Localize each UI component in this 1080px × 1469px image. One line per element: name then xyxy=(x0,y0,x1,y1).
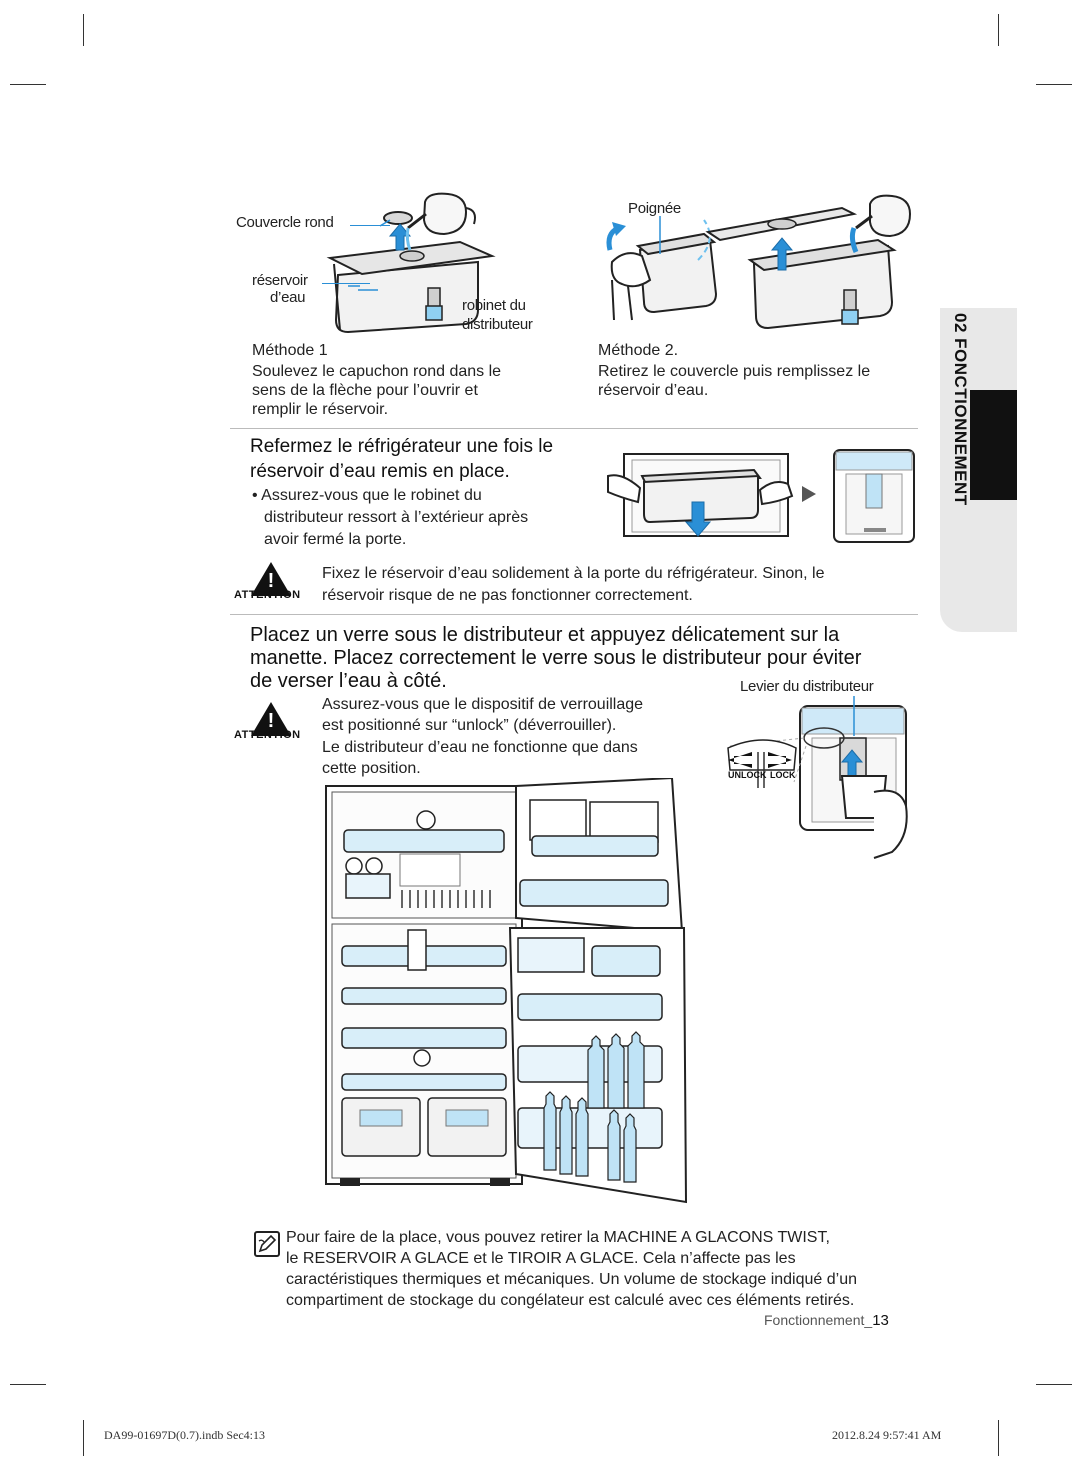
crop-mark xyxy=(1036,1384,1072,1385)
methode2-text-line: Retirez le couvercle puis remplissez le xyxy=(598,363,871,380)
label-reservoir: réservoir xyxy=(252,272,308,289)
warning-exclamation: ! xyxy=(267,570,275,592)
note-text-line: caractéristiques thermiques et mécanique… xyxy=(286,1271,857,1288)
attention2-text-line: cette position. xyxy=(322,760,421,777)
crop-mark xyxy=(83,1420,84,1456)
methode1-text-line: Soulevez le capuchon rond dans le xyxy=(252,363,502,380)
dispenser-lever-illustration xyxy=(727,696,908,859)
step-refermez-title: réservoir d’eau remis en place. xyxy=(250,461,510,482)
label-robinet-du: robinet du xyxy=(462,297,526,314)
note-text-line: le RESERVOIR A GLACE et le TIROIR A GLAC… xyxy=(286,1250,796,1267)
label-deau: d’eau xyxy=(270,289,306,306)
methode2-text-line: réservoir d’eau. xyxy=(598,382,709,399)
label-distributeur: distributeur xyxy=(462,316,533,333)
warning-icon xyxy=(251,702,291,736)
label-unlock: UNLOCK xyxy=(728,770,767,780)
attention-label: ATTENTION xyxy=(234,589,301,601)
crop-mark xyxy=(998,1420,999,1456)
attention2-text-line: Le distributeur d’eau ne fonctionne que … xyxy=(322,739,638,756)
methode1-text-line: sens de la flèche pour l’ouvrir et xyxy=(252,382,478,399)
method2-illustration xyxy=(606,194,912,330)
crop-mark xyxy=(83,14,84,46)
attention2-text-line: est positionné sur “unlock” (déverrouill… xyxy=(322,717,617,734)
divider xyxy=(230,428,918,429)
step-refermez-bullet: distributeur ressort à l’extérieur après xyxy=(264,509,529,526)
crop-mark xyxy=(1036,84,1072,85)
label-couvercle-rond: Couvercle rond xyxy=(236,214,334,231)
pencil-icon xyxy=(258,1234,277,1253)
method1-illustration xyxy=(326,192,496,334)
chapter-tab-label: 02 FONCTIONNEMENT xyxy=(951,313,970,506)
divider xyxy=(230,614,918,615)
methode1-title: Méthode 1 xyxy=(252,342,328,359)
attention1-text-line: Fixez le réservoir d’eau solidement à la… xyxy=(322,565,825,582)
warning-icon xyxy=(251,562,291,596)
step-placez-line: manette. Placez correctement le verre so… xyxy=(250,647,862,669)
refrigerator-open-illustration xyxy=(325,778,688,1204)
step-refermez-bullet: • Assurez-vous que le robinet du xyxy=(252,487,482,504)
print-date-info: 2012.8.24 9:57:41 AM xyxy=(832,1428,942,1442)
warning-exclamation: ! xyxy=(267,710,275,732)
attention1-text-line: réservoir risque de ne pas fonctionner c… xyxy=(322,587,693,604)
crop-mark xyxy=(998,14,999,46)
crop-mark xyxy=(10,84,46,85)
page-section-name: Fonctionnement_ xyxy=(764,1312,873,1328)
crop-mark xyxy=(10,1384,46,1385)
label-poignee: Poignée xyxy=(628,200,681,217)
attention-label: ATTENTION xyxy=(234,729,301,741)
callout-line xyxy=(322,283,370,284)
chapter-tab-marker xyxy=(970,390,1017,500)
note-text-line: compartiment de stockage du congélateur … xyxy=(286,1292,855,1309)
callout-line xyxy=(350,225,390,226)
label-levier: Levier du distributeur xyxy=(740,678,874,695)
label-lock: LOCK xyxy=(770,770,796,780)
methode2-title: Méthode 2. xyxy=(598,342,679,359)
print-file-info: DA99-01697D(0.7).indb Sec4:13 xyxy=(104,1428,265,1442)
note-icon xyxy=(254,1231,280,1257)
step-placez-line: Placez un verre sous le distributeur et … xyxy=(250,624,840,646)
note-text-line: Pour faire de la place, vous pouvez reti… xyxy=(286,1229,830,1246)
attention2-text-line: Assurez-vous que le dispositif de verrou… xyxy=(322,696,644,713)
step-refermez-title: Refermez le réfrigérateur une fois le xyxy=(250,436,554,457)
methode1-text-line: remplir le réservoir. xyxy=(252,401,389,418)
page-number: 13 xyxy=(872,1312,889,1329)
step-placez-line: de verser l’eau à côté. xyxy=(250,670,447,692)
door-tank-illustration xyxy=(607,449,915,543)
step-refermez-bullet: avoir fermé la porte. xyxy=(264,531,407,548)
page-footer-label: Fonctionnement_13 xyxy=(764,1312,889,1329)
